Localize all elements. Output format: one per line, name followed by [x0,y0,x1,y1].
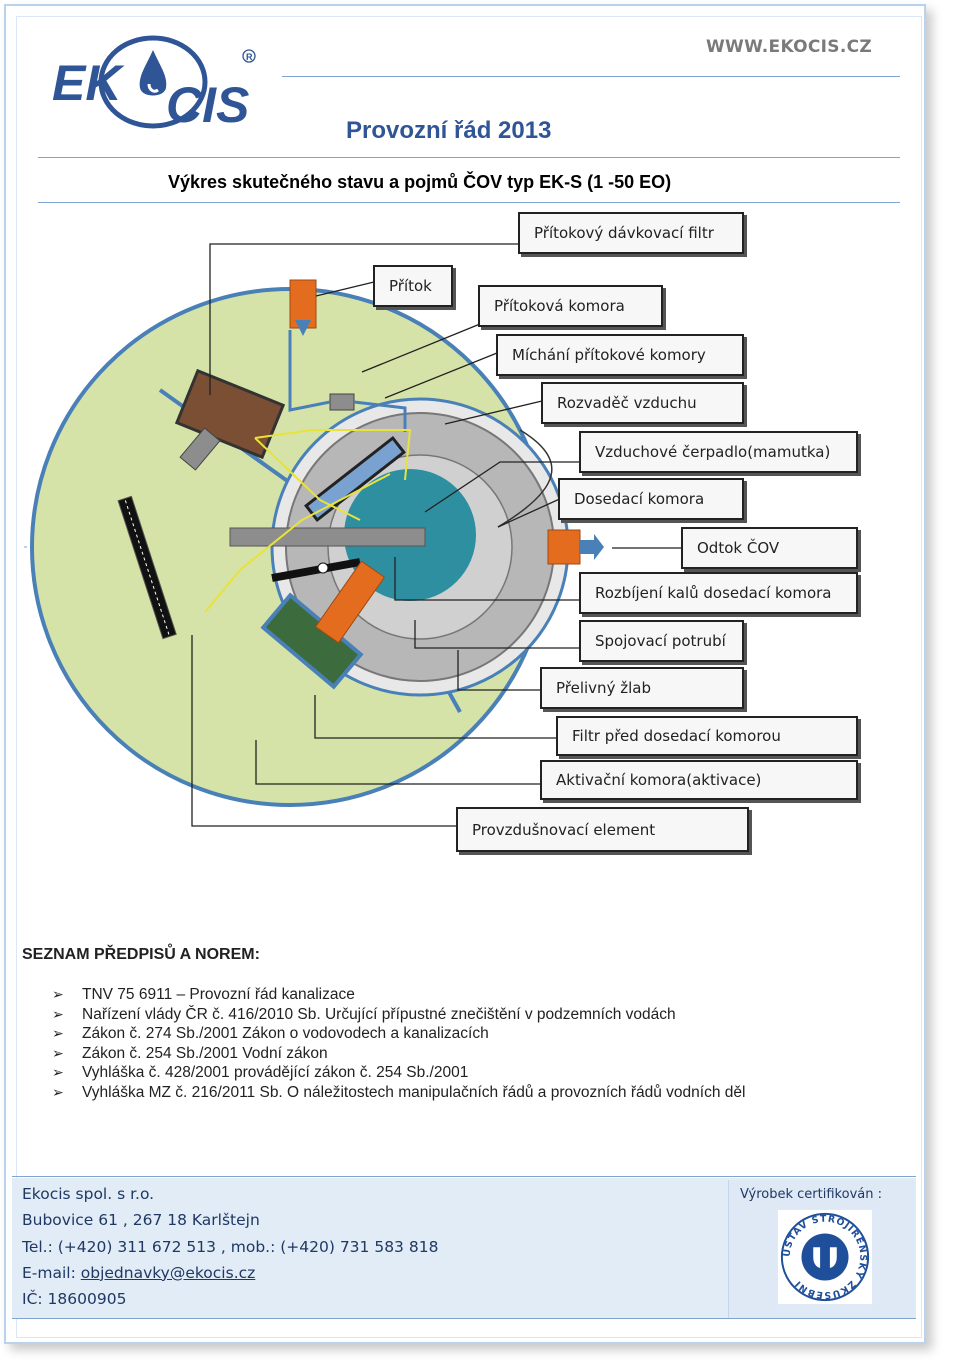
inflow-pipe [179,427,221,471]
company-phone: Tel.: (+420) 311 672 513 , mob.: (+420) … [22,1237,439,1256]
header-rule [282,76,900,77]
company-contact: Ekocis spol. s r.o. Bubovice 61 , 267 18… [22,1181,438,1312]
wwtp-diagram [24,243,683,827]
website-url[interactable]: WWW.EKOCIS.CZ [706,37,873,57]
arrow-bullet-icon: ➢ [52,986,64,1002]
company-email-link[interactable]: objednavky@ekocis.cz [80,1263,256,1282]
arrow-bullet-icon: ➢ [52,1005,64,1022]
arrow-bullet-icon: ➢ [52,1025,64,1041]
label-sludge-breaking: Rozbíjení kalů dosedací komora [579,572,858,614]
regulation-item: ➢Zákon č. 274 Sb./2001 Zákon o vodovodec… [52,1025,489,1042]
page-title: Provozní řád 2013 [346,117,552,144]
label-inflow-chamber-mixing: Míchání přítokové komory [496,334,744,376]
regulation-item: ➢Nařízení vlády ČR č. 416/2010 Sb. Určuj… [52,1005,676,1023]
svg-text:CIS: CIS [166,77,249,133]
regulations-list: ➢TNV 75 6911 – Provozní řád kanalizace ➢… [52,985,745,1102]
regulation-item: ➢Vyhláška č. 428/2001 provádějící zákon … [52,1064,469,1081]
label-air-pump: Vzduchové čerpadlo(mamutka) [579,431,858,473]
aeration-element [117,495,177,640]
page-inner-frame [16,16,922,1338]
svg-text:R: R [246,52,253,62]
label-inflow-dosing-filter: Přítokový dávkovací filtr [518,212,744,254]
outflow-arrow-icon [580,534,604,560]
air-hoses [204,429,412,613]
inflow-arrow-icon [295,320,311,336]
arrow-bullet-icon: ➢ [52,1044,64,1061]
footer-bottom-rule [12,1318,916,1319]
certification-label: Výrobek certifikován : [740,1187,882,1202]
regulation-item: ➢Zákon č. 254 Sb./2001 Vodní zákon [52,1044,328,1062]
arrow-bullet-icon: ➢ [52,1064,64,1080]
label-pre-settling-filter: Filtr před dosedací komorou [556,716,858,756]
air-pump [304,435,406,523]
label-activation-chamber: Aktivační komora(aktivace) [540,760,858,800]
leader-lines [191,243,683,827]
company-email-row: E-mail: objednavky@ekocis.cz [22,1263,256,1282]
ekocis-logo: EK CIS R [52,35,256,133]
label-connecting-pipe: Spojovací potrubí [579,620,744,662]
air-distributor [329,393,355,411]
certification-seal: ÚSTAV STROJÍRENSKÝ ZKUŠEBNÍ [777,1209,873,1305]
label-inflow-chamber: Přítoková komora [478,285,663,327]
label-overflow-trough: Přelivný žlab [540,667,744,709]
regulation-item: ➢TNV 75 6911 – Provozní řád kanalizace [52,986,355,1003]
connecting-pipe [229,527,426,547]
subtitle-rule [38,202,900,203]
label-settling-chamber: Dosedací komora [558,478,744,520]
overflow-trough [497,429,553,528]
company-name: Ekocis spol. s r.o. [22,1185,155,1203]
svg-text:EK: EK [52,55,125,111]
company-ico: IČ: 18600905 [22,1290,127,1309]
label-outflow: Odtok ČOV [681,527,858,569]
sludge-breaker [271,558,361,582]
page-subtitle: Výkres skutečného stavu a pojmů ČOV typ … [168,172,672,192]
label-aeration-element: Provzdušnovací element [456,807,749,852]
arrow-bullet-icon: ➢ [52,1083,64,1100]
title-rule [38,157,900,158]
connecting-duct [314,560,386,644]
regulation-item: ➢Vyhláška MZ č. 216/2011 Sb. O náležitos… [52,1083,746,1101]
regulations-title: SEZNAM PŘEDPISŮ A NOREM: [22,946,260,963]
company-address: Bubovice 61 , 267 18 Karlštejn [22,1211,260,1230]
air-line [288,330,407,432]
sludge-breaker-hub [317,562,329,574]
footer-top-rule [12,1176,916,1177]
outflow-box [547,529,581,565]
label-air-distributor: Rozvaděč vzduchu [541,382,744,424]
label-inflow: Přítok [373,265,453,307]
